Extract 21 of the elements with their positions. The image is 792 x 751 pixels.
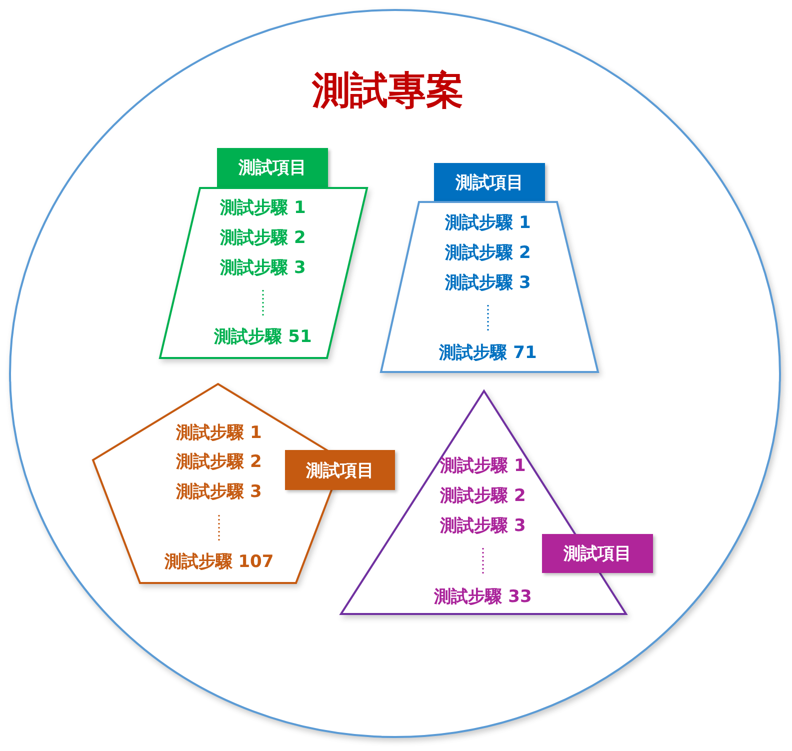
step-text: 測試步驟 3 xyxy=(445,272,531,294)
step-text: 測試步驟 1 xyxy=(440,455,526,477)
step-text: 測試步驟 2 xyxy=(176,451,262,473)
step-text: 測試步驟 2 xyxy=(440,485,526,507)
step-text: 測試步驟 107 xyxy=(164,551,274,573)
item-tag: 測試項目 xyxy=(285,450,395,490)
step-text: 測試步驟 1 xyxy=(220,197,306,219)
step-text: 測試步驟 1 xyxy=(445,212,531,234)
step-text: 測試步驟 3 xyxy=(220,257,306,279)
title: 測試專案 xyxy=(312,67,464,113)
step-text: 測試步驟 2 xyxy=(220,227,306,249)
step-text: 測試步驟 51 xyxy=(214,326,312,348)
step-text: 測試步驟 2 xyxy=(445,242,531,264)
step-text: 測試步驟 3 xyxy=(440,515,526,537)
item-tag: 測試項目 xyxy=(434,163,545,201)
step-text: 測試步驟 1 xyxy=(176,422,262,444)
step-text: 測試步驟 33 xyxy=(434,586,532,608)
item-tag: 測試項目 xyxy=(542,534,653,573)
step-text: 測試步驟 3 xyxy=(176,481,262,503)
item-tag: 測試項目 xyxy=(217,148,328,187)
step-text: 測試步驟 71 xyxy=(439,342,537,364)
